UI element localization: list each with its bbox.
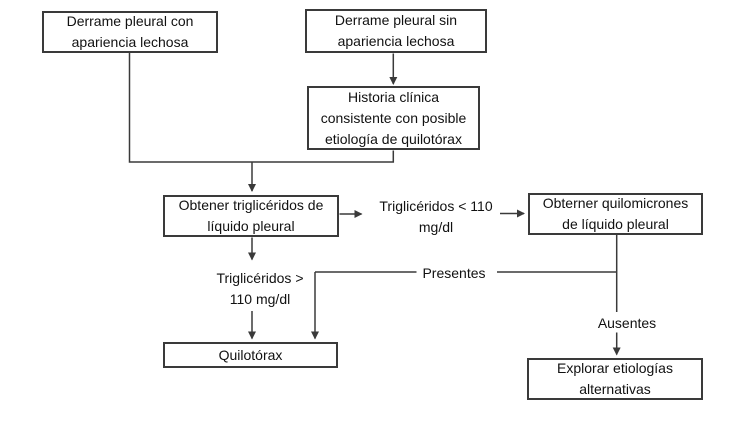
box-clinical-history: Historia clínica consistente con posible… — [307, 86, 480, 150]
edge-label-triglycerides-low: Triglicéridos < 110 mg/dl — [379, 198, 493, 235]
box-chylothorax: Quilotórax — [163, 342, 338, 368]
edge-label-triglycerides-high: Triglicéridos > 110 mg/dl — [216, 270, 304, 307]
box-obtain-chylomicrons: Obterner quilomicrones de líquido pleura… — [528, 193, 703, 235]
box-explore-alternative-etiologies: Explorar etiologías alternativas — [527, 358, 703, 400]
connector-merge-junction — [128, 53, 395, 163]
edge-label-chylomicrons-absent: Ausentes — [597, 315, 657, 331]
edge-label-chylomicrons-present: Presentes — [422, 265, 486, 281]
box-non-milky-pleural-effusion: Derrame pleural sin apariencia lechosa — [305, 9, 487, 53]
box-obtain-triglycerides: Obtener triglicéridos de líquido pleural — [163, 195, 339, 237]
box-milky-pleural-effusion: Derrame pleural con apariencia lechosa — [42, 11, 218, 53]
